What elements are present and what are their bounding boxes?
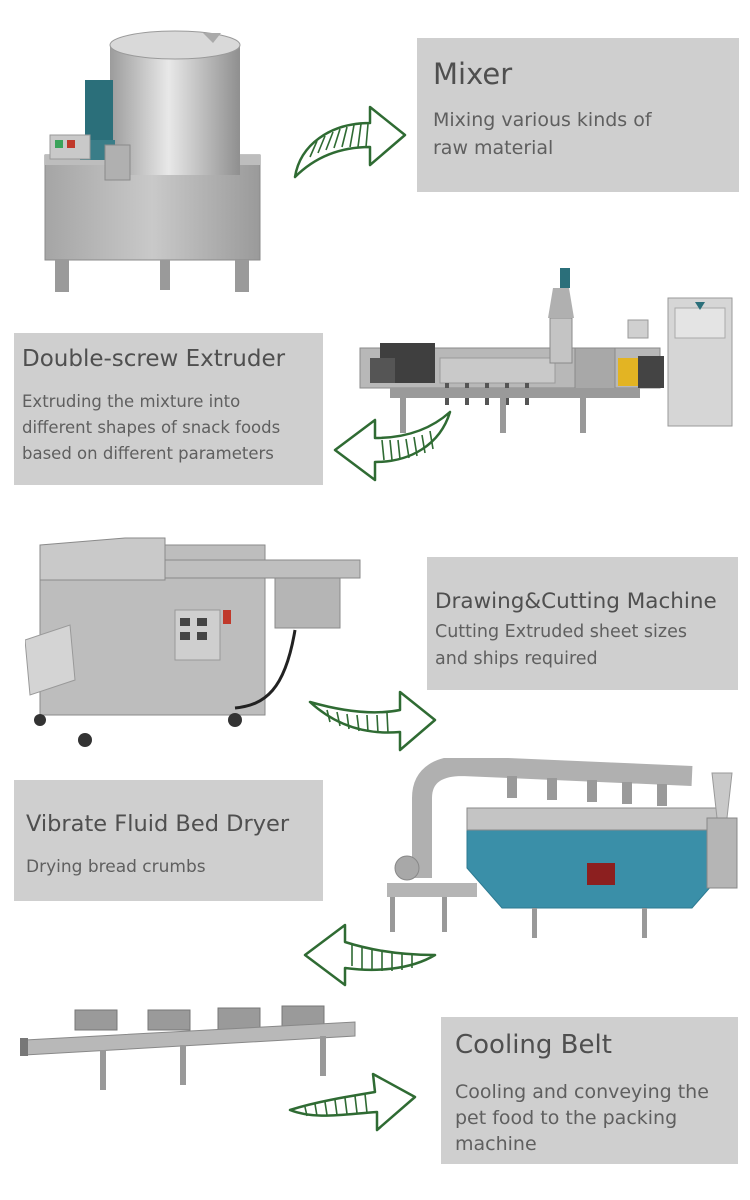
step-description: Cutting Extruded sheet sizes and ships r… <box>435 622 687 669</box>
curved-arrow-right-icon <box>288 1072 417 1132</box>
step-title: Vibrate Fluid Bed Dryer <box>26 811 290 837</box>
step-title: Double-screw Extruder <box>22 346 286 372</box>
step-title: Cooling Belt <box>455 1030 612 1060</box>
curved-arrow-left-icon <box>333 410 452 482</box>
curved-arrow-right-icon <box>308 690 437 752</box>
step-description: Cooling and conveying the pet food to th… <box>455 1081 709 1155</box>
step-box-dryer: Vibrate Fluid Bed Dryer Drying bread cru… <box>14 780 323 901</box>
step-box-extruder: Double-screw Extruder Extruding the mixt… <box>14 333 323 485</box>
step-title: Drawing&Cutting Machine <box>435 589 717 614</box>
drawing-cutting-machine-image <box>25 537 361 747</box>
cooling-belt-image <box>20 1005 356 1090</box>
extruder-image <box>359 268 733 433</box>
fluid-bed-dryer-image <box>387 758 738 938</box>
step-description: Extruding the mixture into different sha… <box>22 392 281 463</box>
mixer-image <box>44 30 261 292</box>
step-box-cooling-belt: Cooling Belt Cooling and conveying the p… <box>441 1017 738 1164</box>
step-description: Mixing various kinds of raw material <box>433 109 652 159</box>
step-box-mixer: Mixer Mixing various kinds of raw materi… <box>417 38 739 192</box>
step-title: Mixer <box>433 57 513 91</box>
step-box-drawing-cutting: Drawing&Cutting Machine Cutting Extruded… <box>427 557 738 690</box>
curved-arrow-right-icon <box>293 105 407 179</box>
curved-arrow-left-icon <box>303 923 437 987</box>
step-description: Drying bread crumbs <box>26 857 206 877</box>
